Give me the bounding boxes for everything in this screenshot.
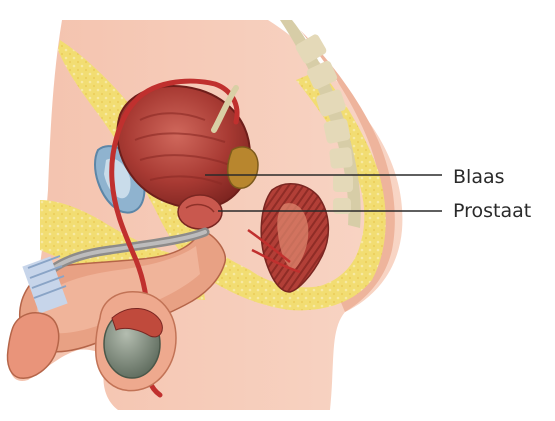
prostate — [178, 195, 222, 229]
glans — [8, 313, 59, 378]
label-bladder: Blaas — [453, 168, 505, 187]
label-prostate: Prostaat — [453, 202, 531, 221]
